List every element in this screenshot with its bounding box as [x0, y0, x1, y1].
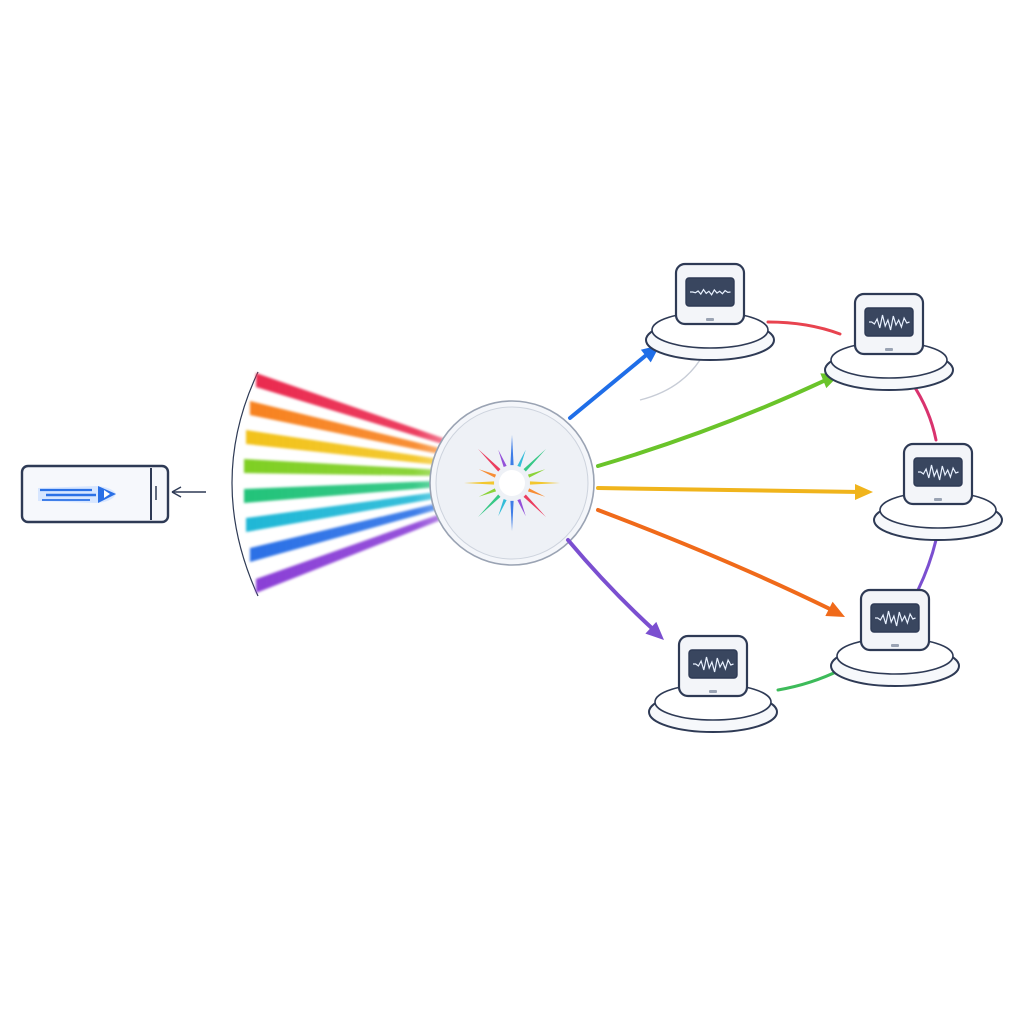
fan-beam-teal	[244, 479, 470, 503]
receiver-1	[645, 262, 775, 361]
laser-emitter-icon	[20, 464, 206, 524]
waveform-monitor-icon	[918, 464, 959, 481]
prism-splitter-icon	[429, 400, 595, 566]
beam-receiver-3	[596, 486, 862, 494]
star-ray	[510, 435, 514, 466]
star-ray	[517, 449, 526, 468]
waveform-monitor-icon	[693, 656, 734, 673]
receiver-3	[873, 442, 1003, 541]
star-ray	[523, 449, 546, 472]
star-ray	[523, 494, 546, 517]
fan-beam-green	[244, 459, 470, 477]
star-ray	[510, 500, 514, 531]
star-ray	[478, 494, 501, 517]
receiver-nodes	[645, 262, 1003, 733]
star-ray	[464, 481, 495, 485]
star-ray	[478, 449, 501, 472]
beam-receiver-5	[566, 538, 658, 634]
waveform-monitor-icon	[690, 288, 731, 296]
fan-beam-red	[256, 373, 470, 453]
beam-receiver-2	[596, 376, 832, 468]
star-ray	[478, 469, 497, 478]
ring-link-1	[766, 320, 842, 336]
star-ray	[478, 488, 497, 497]
star-ray	[498, 498, 507, 517]
output-beams	[566, 345, 873, 640]
star-ray	[527, 469, 546, 478]
splitter-star	[464, 435, 560, 531]
star-ray	[498, 449, 507, 468]
receiver-5	[648, 634, 778, 733]
star-ray	[527, 488, 546, 497]
ring-link-4	[776, 668, 842, 692]
fan-beam-violet	[256, 503, 470, 593]
swoosh-line	[639, 359, 701, 401]
waveform-monitor-icon	[875, 610, 916, 627]
fan-beam-cyan	[246, 487, 470, 532]
ring-link-2	[910, 381, 938, 442]
fan-beam-blue	[250, 495, 470, 562]
rainbow-fan	[231, 371, 470, 597]
waveform-monitor-icon	[869, 314, 910, 331]
receiver-2	[824, 292, 954, 391]
fan-beam-orange	[250, 401, 470, 461]
fan-arc	[231, 371, 259, 597]
arrowhead-receiver-5	[645, 621, 664, 640]
arrowhead-receiver-3	[855, 484, 873, 500]
fan-beam-yellow	[246, 430, 470, 469]
receiver-4	[830, 588, 960, 687]
star-ray	[517, 498, 526, 517]
ring-link-3	[916, 538, 938, 592]
beam-receiver-1	[568, 350, 652, 420]
star-ray	[529, 481, 560, 485]
beam-receiver-4	[596, 508, 834, 612]
arrowhead-receiver-4	[825, 601, 845, 617]
